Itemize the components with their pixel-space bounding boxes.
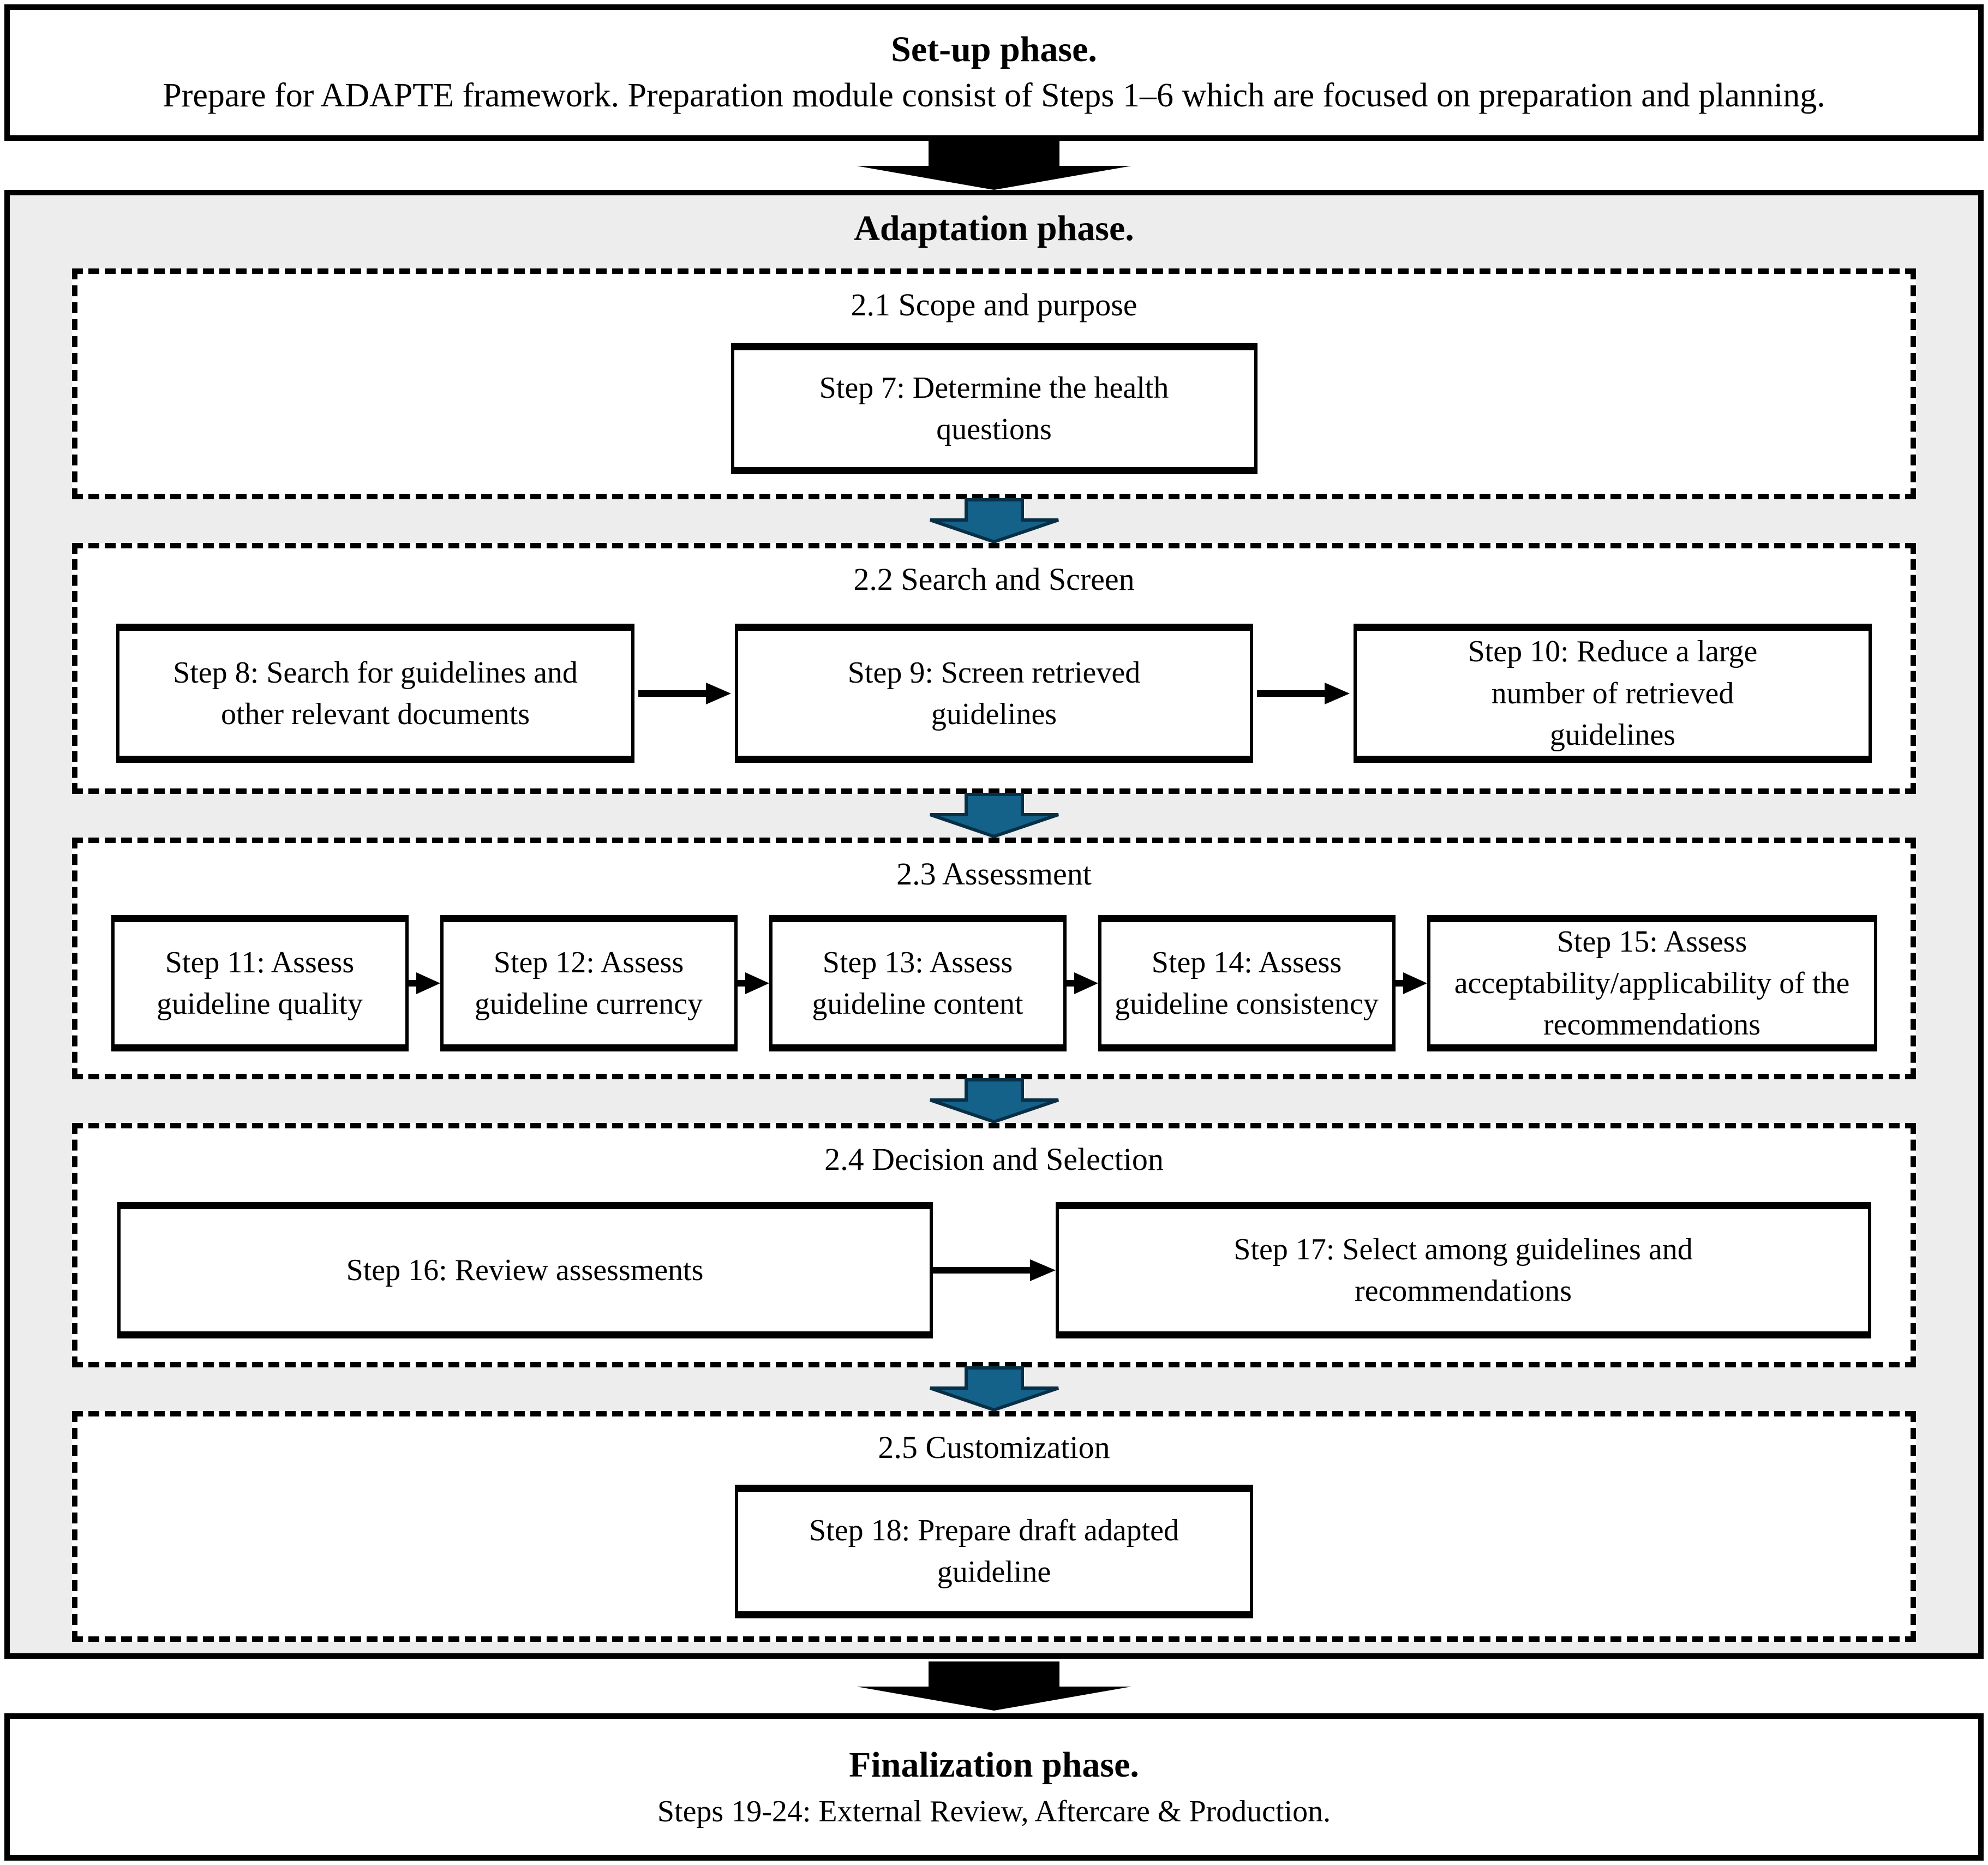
section-title: 2.2 Search and Screen bbox=[853, 561, 1135, 597]
step-12-box: Step 12: Assess guideline currency bbox=[440, 915, 738, 1052]
step-8-box: Step 8: Search for guidelines and other … bbox=[116, 624, 634, 763]
finalization-phase-box: Finalization phase. Steps 19-24: Externa… bbox=[4, 1713, 1984, 1861]
down-arrow-icon bbox=[857, 1661, 1131, 1711]
steps-row: Step 8: Search for guidelines and other … bbox=[77, 599, 1911, 788]
finalization-phase-description: Steps 19-24: External Review, Aftercare … bbox=[657, 1794, 1331, 1828]
section-connector bbox=[922, 1078, 1067, 1124]
steps-row: Step 16: Review assessments Step 17: Sel… bbox=[77, 1179, 1911, 1362]
steps-row: Step 18: Prepare draft adapted guideline bbox=[77, 1467, 1911, 1636]
steps-row: Step 11: Assess guideline quality Step 1… bbox=[77, 893, 1911, 1074]
right-arrow-icon bbox=[1395, 972, 1427, 995]
right-arrow-icon bbox=[1257, 682, 1350, 704]
section-customization: 2.5 Customization Step 18: Prepare draft… bbox=[72, 1410, 1916, 1642]
step-label: Step 9: Screen retrieved guidelines bbox=[847, 655, 1141, 731]
section-connector bbox=[922, 1366, 1067, 1412]
step-label: Step 15: Assess acceptability/applicabil… bbox=[1454, 924, 1850, 1042]
step-label: Step 7: Determine the health questions bbox=[819, 371, 1169, 447]
down-arrow-teal-icon bbox=[929, 792, 1059, 839]
step-label: Step 12: Assess guideline currency bbox=[474, 946, 703, 1021]
setup-phase-description: Prepare for ADAPTE framework. Preparatio… bbox=[163, 77, 1825, 115]
down-arrow-icon bbox=[857, 141, 1131, 190]
step-label: Step 11: Assess guideline quality bbox=[157, 946, 363, 1021]
section-title: 2.1 Scope and purpose bbox=[851, 286, 1137, 322]
down-arrow-teal-icon bbox=[929, 1078, 1059, 1124]
step-10-box: Step 10: Reduce a large number of retrie… bbox=[1354, 624, 1872, 763]
right-arrow-icon bbox=[932, 1259, 1056, 1281]
section-title: 2.5 Customization bbox=[878, 1429, 1110, 1465]
right-arrow-icon bbox=[1066, 972, 1098, 995]
step-11-box: Step 11: Assess guideline quality bbox=[111, 915, 409, 1052]
step-label: Step 18: Prepare draft adapted guideline bbox=[809, 1514, 1179, 1589]
down-arrow-teal-icon bbox=[929, 1366, 1059, 1412]
section-connector bbox=[922, 792, 1067, 839]
adaptation-to-finalization-connector bbox=[4, 1659, 1984, 1713]
step-label: Step 13: Assess guideline content bbox=[812, 946, 1023, 1021]
step-13-box: Step 13: Assess guideline content bbox=[769, 915, 1067, 1052]
setup-to-adaptation-connector bbox=[4, 141, 1984, 190]
section-connector bbox=[922, 498, 1067, 544]
section-title: 2.4 Decision and Selection bbox=[824, 1141, 1164, 1177]
section-assessment: 2.3 Assessment Step 11: Assess guideline… bbox=[72, 837, 1916, 1079]
step-label: Step 16: Review assessments bbox=[346, 1253, 704, 1287]
step-label: Step 8: Search for guidelines and other … bbox=[173, 655, 578, 731]
step-label: Step 14: Assess guideline consistency bbox=[1115, 946, 1379, 1021]
section-search-and-screen: 2.2 Search and Screen Step 8: Search for… bbox=[72, 542, 1916, 794]
step-14-box: Step 14: Assess guideline consistency bbox=[1098, 915, 1396, 1052]
step-9-box: Step 9: Screen retrieved guidelines bbox=[735, 624, 1253, 763]
steps-row: Step 7: Determine the health questions bbox=[77, 324, 1911, 494]
adaptation-phase-title: Adaptation phase. bbox=[854, 208, 1134, 248]
step-17-box: Step 17: Select among guidelines and rec… bbox=[1055, 1202, 1871, 1338]
right-arrow-icon bbox=[737, 972, 769, 995]
adaptation-phase-box: Adaptation phase. 2.1 Scope and purpose … bbox=[4, 190, 1984, 1659]
section-scope-and-purpose: 2.1 Scope and purpose Step 7: Determine … bbox=[72, 268, 1916, 499]
section-title: 2.3 Assessment bbox=[896, 856, 1092, 892]
down-arrow-teal-icon bbox=[929, 498, 1059, 544]
step-label: Step 17: Select among guidelines and rec… bbox=[1233, 1232, 1693, 1308]
step-label: Step 10: Reduce a large number of retrie… bbox=[1468, 635, 1758, 752]
section-decision-and-selection: 2.4 Decision and Selection Step 16: Revi… bbox=[72, 1122, 1916, 1367]
step-7-box: Step 7: Determine the health questions bbox=[730, 343, 1258, 475]
setup-phase-title: Set-up phase. bbox=[891, 29, 1097, 70]
setup-phase-box: Set-up phase. Prepare for ADAPTE framewo… bbox=[4, 4, 1984, 141]
step-18-box: Step 18: Prepare draft adapted guideline bbox=[735, 1484, 1253, 1618]
step-15-box: Step 15: Assess acceptability/applicabil… bbox=[1427, 915, 1877, 1052]
step-16-box: Step 16: Review assessments bbox=[117, 1202, 933, 1338]
right-arrow-icon bbox=[638, 682, 731, 704]
finalization-phase-title: Finalization phase. bbox=[849, 1744, 1139, 1785]
right-arrow-icon bbox=[408, 972, 440, 995]
